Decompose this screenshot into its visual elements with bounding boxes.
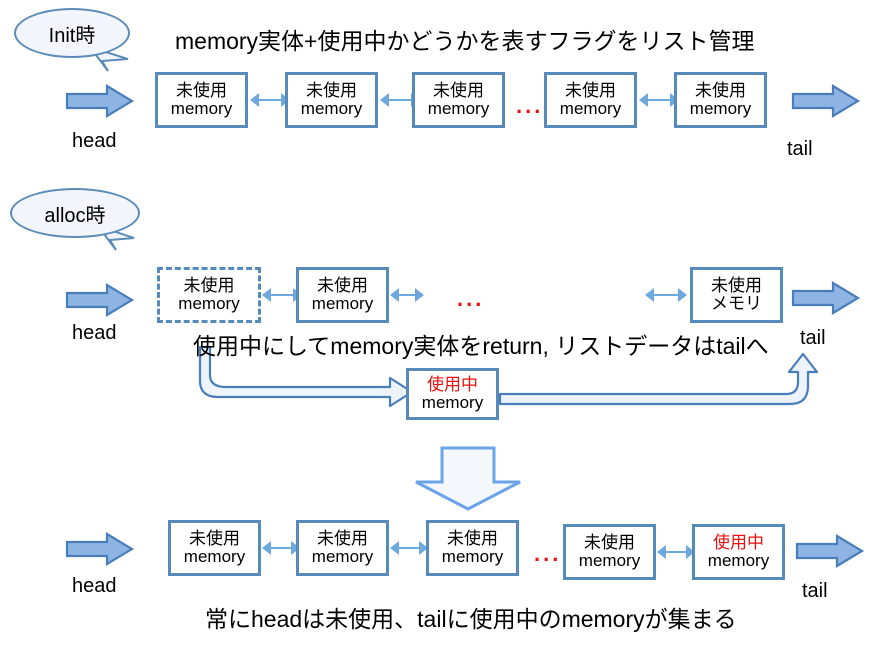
link-bar: [267, 294, 297, 296]
node-state: 未使用: [711, 275, 762, 295]
node-name: memory: [421, 393, 484, 412]
memory-node-freed[interactable]: 未使用 memory: [157, 267, 261, 323]
tail-arrow-init: [791, 84, 861, 118]
link-arrow: [390, 288, 424, 302]
memory-node[interactable]: 未使用 memory: [296, 520, 389, 576]
bubble-init-label: Init時: [48, 24, 96, 47]
node-name: memory: [578, 551, 641, 570]
transition-down-arrow: [415, 446, 521, 511]
node-name: memory: [427, 99, 490, 118]
link-head-right: [415, 288, 424, 302]
link-arrow: [645, 288, 687, 302]
link-head-right: [419, 541, 428, 555]
node-state: 未使用: [565, 80, 616, 100]
head-arrow-alloc: [65, 283, 135, 317]
node-state: 未使用: [695, 80, 746, 100]
tail-arrow-alloc: [791, 281, 861, 315]
bubble-alloc-label: alloc時: [44, 204, 106, 227]
memory-node[interactable]: 未使用 memory: [296, 267, 389, 323]
result-note: 常にheadは未使用、tailに使用中のmemoryが集まる: [205, 606, 737, 632]
link-arrow: [390, 541, 428, 555]
link-arrow: [262, 541, 300, 555]
link-head-left: [639, 93, 648, 107]
link-head-left: [645, 288, 654, 302]
node-state: 未使用: [584, 532, 635, 552]
alloc-note: 使用中にしてmemory実体をreturn, リストデータはtailへ: [193, 333, 769, 359]
tail-label-alloc: tail: [800, 327, 826, 349]
link-arrow: [639, 93, 679, 107]
node-name: メモリ: [711, 294, 762, 313]
link-head-left: [380, 93, 389, 107]
init-note: memory実体+使用中かどうかを表すフラグをリスト管理: [175, 28, 755, 54]
node-state: 未使用: [447, 528, 498, 548]
node-name: memory: [170, 99, 233, 118]
link-head-right: [686, 545, 695, 559]
memory-node-allocated[interactable]: 使用中 memory: [406, 368, 499, 420]
node-name: memory: [300, 99, 363, 118]
link-head-left: [262, 288, 271, 302]
memory-node[interactable]: 未使用 memory: [563, 524, 656, 580]
move-arrow-right: [498, 352, 819, 406]
node-state: 未使用: [183, 275, 235, 295]
memory-node[interactable]: 未使用 memory: [674, 72, 767, 128]
link-bar: [644, 99, 674, 101]
bubble-init: Init時: [14, 8, 130, 58]
node-state: 使用中: [427, 374, 478, 394]
link-bar: [267, 547, 295, 549]
head-arrow-init: [65, 84, 135, 118]
node-name: memory: [689, 99, 752, 118]
tail-label-init: tail: [787, 138, 813, 160]
node-name: memory: [311, 294, 374, 313]
node-name: memory: [311, 547, 374, 566]
link-bar: [385, 99, 415, 101]
ellipsis-result: ...: [534, 541, 562, 566]
link-head-right: [678, 288, 687, 302]
link-head-right: [291, 541, 300, 555]
node-state: 未使用: [433, 80, 484, 100]
memory-node-allocated[interactable]: 使用中 memory: [692, 524, 785, 580]
node-name: memory: [707, 551, 770, 570]
link-bar: [395, 294, 419, 296]
link-head-left: [250, 93, 259, 107]
link-head-left: [657, 545, 666, 559]
link-bar: [662, 551, 690, 553]
head-label-result: head: [72, 575, 117, 597]
node-state: 未使用: [176, 80, 227, 100]
head-label-alloc: head: [72, 322, 117, 344]
memory-node[interactable]: 未使用 memory: [285, 72, 378, 128]
bubble-alloc: alloc時: [10, 188, 140, 238]
node-name: memory: [441, 547, 504, 566]
ellipsis-alloc: ...: [457, 286, 485, 311]
link-bar: [650, 294, 682, 296]
move-arrow-left: [198, 345, 414, 408]
link-bar: [255, 99, 285, 101]
link-head-left: [262, 541, 271, 555]
memory-node[interactable]: 未使用 memory: [544, 72, 637, 128]
memory-node[interactable]: 未使用 memory: [412, 72, 505, 128]
head-label-init: head: [72, 130, 117, 152]
node-name: memory: [178, 294, 240, 313]
memory-node[interactable]: 未使用 memory: [155, 72, 248, 128]
head-arrow-result: [65, 532, 135, 566]
link-head-left: [390, 288, 399, 302]
memory-node[interactable]: 未使用 memory: [168, 520, 261, 576]
link-arrow: [250, 93, 290, 107]
link-head-left: [390, 541, 399, 555]
link-bar: [395, 547, 423, 549]
memory-node[interactable]: 未使用 メモリ: [690, 267, 783, 323]
tail-arrow-result: [795, 534, 865, 568]
ellipsis-init: ...: [516, 93, 544, 118]
link-arrow: [657, 545, 695, 559]
node-name: memory: [559, 99, 622, 118]
node-name: memory: [183, 547, 246, 566]
node-state: 使用中: [713, 532, 764, 552]
node-state: 未使用: [317, 275, 368, 295]
memory-node[interactable]: 未使用 memory: [426, 520, 519, 576]
tail-label-result: tail: [802, 580, 828, 602]
node-state: 未使用: [306, 80, 357, 100]
node-state: 未使用: [317, 528, 368, 548]
node-state: 未使用: [189, 528, 240, 548]
